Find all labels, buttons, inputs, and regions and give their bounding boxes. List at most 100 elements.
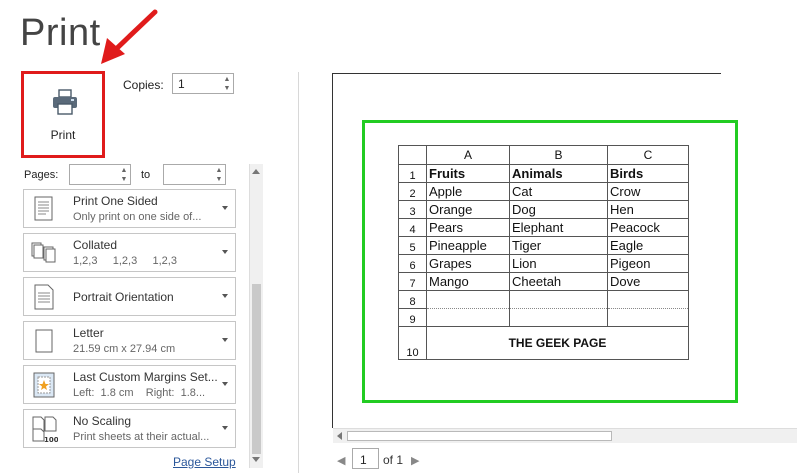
settings-scrollbar-thumb[interactable] (252, 284, 261, 454)
panel-divider (298, 72, 299, 473)
sides-dropdown-subtitle: Only print on one side of... (73, 211, 202, 223)
column-header: A (426, 145, 510, 165)
paper-size-dropdown-title: Letter (73, 326, 104, 340)
row-number: 1 (398, 164, 427, 183)
cell (426, 308, 510, 327)
orientation-dropdown[interactable]: Portrait Orientation (23, 277, 236, 316)
cell: Elephant (509, 218, 608, 237)
table-row: 7 Mango Cheetah Dove (398, 272, 689, 291)
scaling-dropdown-title: No Scaling (73, 414, 132, 428)
settings-scrollbar[interactable] (249, 164, 263, 468)
collation-dropdown[interactable]: Collated 1,2,3 1,2,3 1,2,3 (23, 233, 236, 272)
preview-page-edge-top (332, 73, 721, 74)
pages-from-increment-icon[interactable]: ▲ (120, 167, 128, 174)
cell: Pigeon (607, 254, 689, 273)
next-page-icon[interactable]: ▶ (411, 455, 420, 467)
cell: Orange (426, 200, 510, 219)
print-button-label: Print (50, 128, 76, 142)
previous-page-icon[interactable]: ◀ (337, 455, 346, 467)
page-setup-link[interactable]: Page Setup (173, 455, 236, 469)
row-number: 9 (398, 308, 427, 327)
cell: Birds (607, 164, 689, 183)
row-number: 3 (398, 200, 427, 219)
table-row: 10 THE GEEK PAGE (398, 326, 689, 360)
highlight-box (362, 120, 738, 403)
copies-input[interactable]: 1 ▲ ▼ (172, 73, 234, 94)
pages-from-input[interactable]: ▲ ▼ (69, 164, 131, 185)
printer-icon (53, 89, 77, 115)
scroll-left-icon[interactable] (337, 432, 342, 440)
pages-to-input[interactable]: ▲ ▼ (163, 164, 226, 185)
cell: Dog (509, 200, 608, 219)
pages-from-decrement-icon[interactable]: ▼ (120, 176, 128, 183)
column-header: C (607, 145, 689, 165)
row-number: 2 (398, 182, 427, 201)
chevron-down-icon (222, 294, 228, 298)
preview-page-edge-left (332, 73, 333, 428)
collation-dropdown-title: Collated (73, 238, 118, 252)
scaling-icon: 100 (32, 416, 58, 443)
cell: Animals (509, 164, 608, 183)
cell: Peacock (607, 218, 689, 237)
table-row: 2 Apple Cat Crow (398, 182, 689, 201)
margins-dropdown[interactable]: Last Custom Margins Set... Left: 1.8 cm … (23, 365, 236, 404)
sides-dropdown[interactable]: Print One Sided Only print on one side o… (23, 189, 236, 228)
table-row: 8 (398, 290, 689, 309)
preview-horizontal-scrollbar[interactable] (333, 428, 797, 443)
copies-decrement-icon[interactable]: ▼ (223, 85, 231, 92)
chevron-down-icon (222, 250, 228, 254)
pages-to-label: to (141, 169, 151, 181)
table-row: 6 Grapes Lion Pigeon (398, 254, 689, 273)
column-header-row: A B C (398, 145, 689, 165)
chevron-down-icon (222, 426, 228, 430)
cell: Crow (607, 182, 689, 201)
print-button[interactable]: Print (21, 71, 105, 158)
row-number: 4 (398, 218, 427, 237)
paper-size-dropdown[interactable]: Letter 21.59 cm x 27.94 cm (23, 321, 236, 360)
corner-cell (398, 145, 427, 165)
chevron-down-icon (222, 206, 228, 210)
row-number: 6 (398, 254, 427, 273)
cell: Pineapple (426, 236, 510, 255)
scaling-dropdown[interactable]: 100 No Scaling Print sheets at their act… (23, 409, 236, 448)
cell: Pears (426, 218, 510, 237)
scroll-down-icon[interactable] (252, 457, 260, 462)
cell: Apple (426, 182, 510, 201)
cell: Eagle (607, 236, 689, 255)
cell (509, 308, 608, 327)
current-page-input[interactable]: 1 (352, 448, 379, 469)
preview-scrollbar-thumb[interactable] (347, 431, 612, 441)
table-row: 4 Pears Elephant Peacock (398, 218, 689, 237)
row-number: 10 (398, 326, 427, 360)
cell: Dove (607, 272, 689, 291)
scroll-up-icon[interactable] (252, 169, 260, 174)
orientation-dropdown-title: Portrait Orientation (73, 290, 174, 304)
pages-to-increment-icon[interactable]: ▲ (215, 167, 223, 174)
margins-dropdown-title: Last Custom Margins Set... (73, 370, 218, 384)
paper-size-icon (35, 329, 53, 353)
current-page-value: 1 (360, 453, 367, 467)
cell: Hen (607, 200, 689, 219)
cell (426, 290, 510, 309)
merged-cell: THE GEEK PAGE (426, 326, 689, 360)
svg-text:100: 100 (44, 436, 58, 443)
margins-dropdown-subtitle: Left: 1.8 cm Right: 1.8... (73, 387, 206, 399)
pages-to-decrement-icon[interactable]: ▼ (215, 176, 223, 183)
cell: Lion (509, 254, 608, 273)
portrait-page-icon (34, 284, 54, 310)
copies-label: Copies: (123, 78, 164, 92)
row-number: 7 (398, 272, 427, 291)
annotation-arrow-icon (101, 9, 158, 64)
cell: Tiger (509, 236, 608, 255)
column-header: B (509, 145, 608, 165)
margins-icon (33, 372, 55, 398)
cell (509, 290, 608, 309)
preview-sheet: A B C 1 Fruits Animals Birds 2 Apple Cat… (398, 145, 689, 360)
page-count-label: of 1 (383, 453, 404, 467)
cell: Grapes (426, 254, 510, 273)
copies-increment-icon[interactable]: ▲ (223, 76, 231, 83)
paper-size-dropdown-subtitle: 21.59 cm x 27.94 cm (73, 343, 176, 355)
collated-pages-icon (31, 242, 56, 263)
sides-dropdown-title: Print One Sided (73, 194, 158, 208)
row-number: 5 (398, 236, 427, 255)
